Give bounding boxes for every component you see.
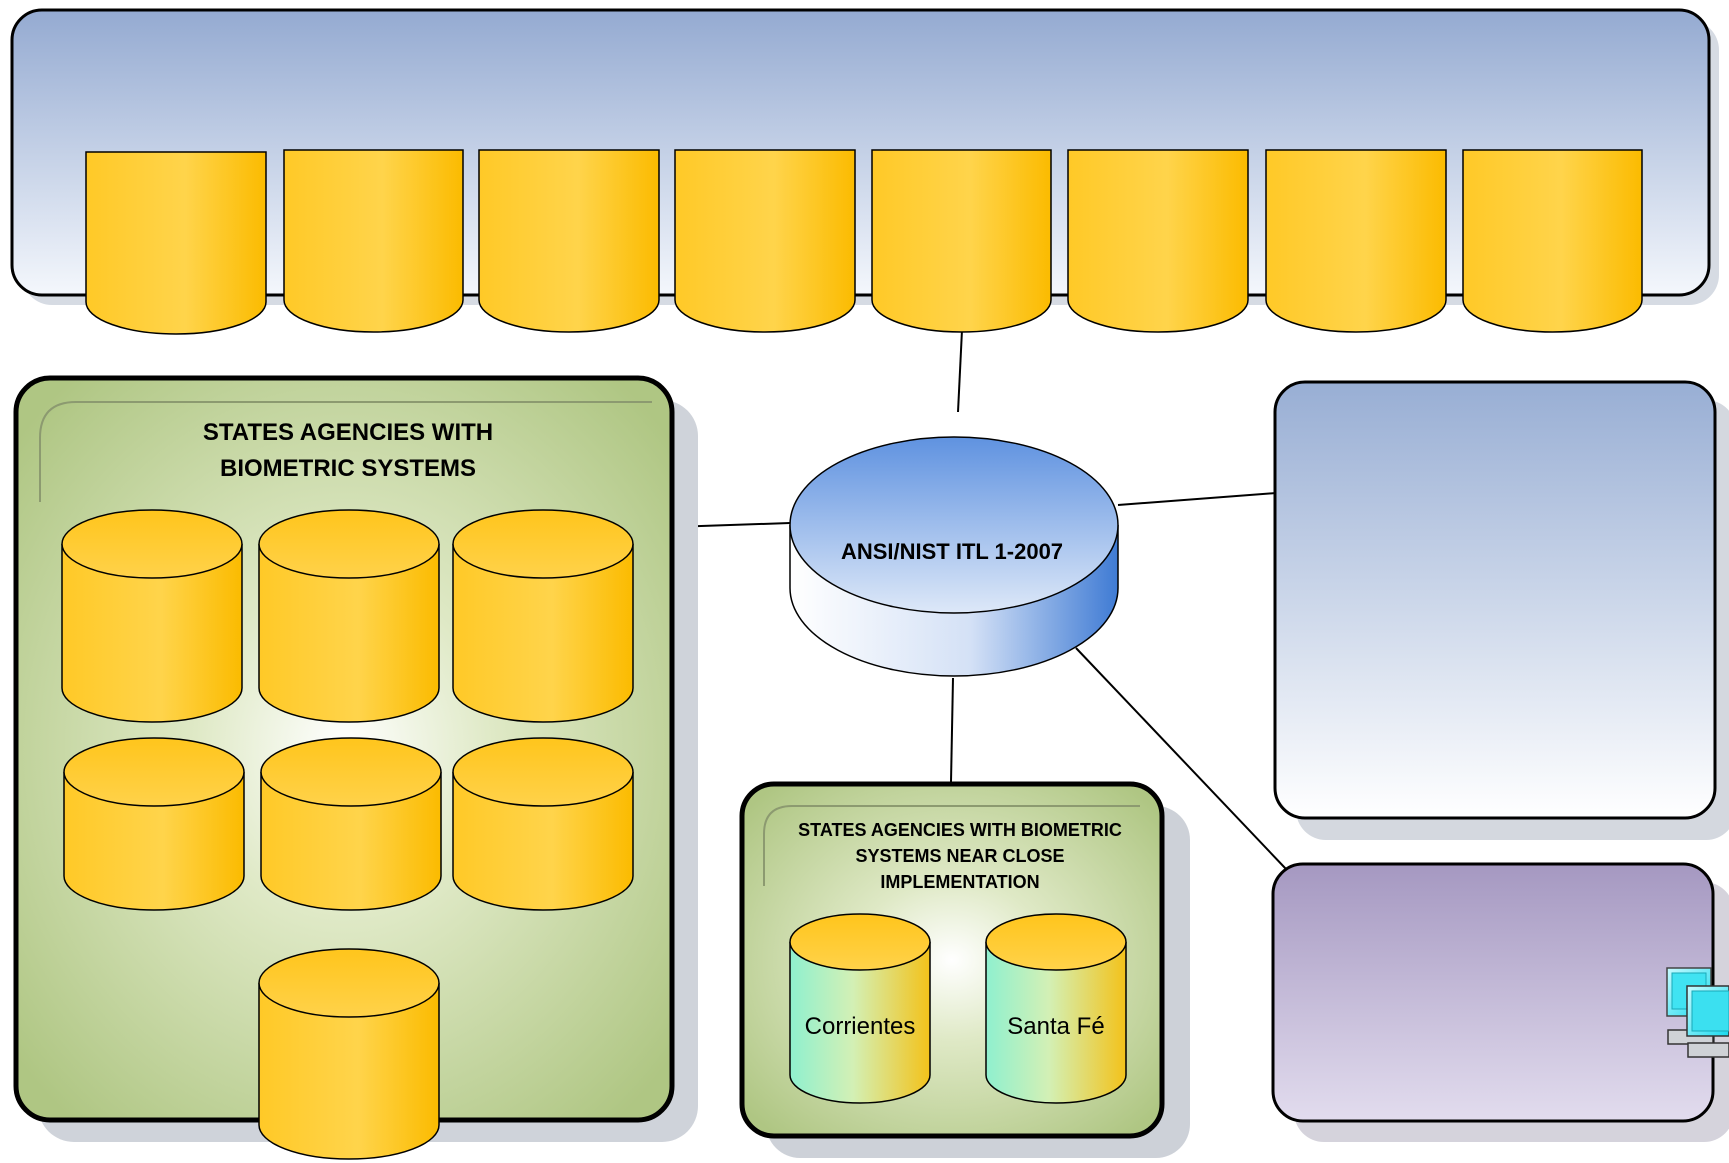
states-panel-title-line2: BIOMETRIC SYSTEMS — [220, 455, 476, 482]
near-panel-title-line3: IMPLEMENTATION — [880, 872, 1039, 892]
database-icon — [452, 509, 634, 723]
link-hub-near — [950, 677, 954, 783]
database-icon — [674, 149, 856, 333]
link-top-hub — [957, 329, 963, 413]
db-label-corrientes: Corrientes — [805, 1013, 916, 1040]
database-icon — [871, 149, 1052, 333]
database-icon — [85, 151, 267, 335]
ansi-nist-hub: ANSI/NIST ITL 1-2007 — [789, 436, 1119, 677]
database-icon — [1462, 149, 1643, 333]
database-icon — [1067, 149, 1249, 333]
database-icon — [1265, 149, 1447, 333]
states-panel-title-line1: STATES AGENCIES WITH — [203, 419, 493, 446]
database-icon — [478, 149, 660, 333]
right-bottom-panel — [1271, 862, 1729, 1142]
db-label-santa-fe: Santa Fé — [1007, 1013, 1104, 1040]
link-hub-right-bottom — [1075, 647, 1287, 870]
near-panel-title-line2: SYSTEMS NEAR CLOSE — [855, 846, 1064, 866]
database-icon — [283, 149, 464, 333]
states-database-grid — [61, 509, 634, 1160]
database-icon — [258, 948, 440, 1160]
right-top-panel — [1273, 380, 1729, 840]
database-icon: Corrientes — [789, 913, 931, 1104]
database-icon — [63, 737, 245, 911]
database-icon — [258, 509, 440, 723]
database-icon: Santa Fé — [985, 913, 1127, 1104]
hub-label: ANSI/NIST ITL 1-2007 — [841, 539, 1063, 564]
near-panel-title-line1: STATES AGENCIES WITH BIOMETRIC — [798, 820, 1122, 840]
database-icon — [61, 509, 243, 723]
database-icon — [452, 737, 634, 911]
near-implementation-panel: STATES AGENCIES WITH BIOMETRIC SYSTEMS N… — [739, 781, 1190, 1158]
database-icon — [260, 737, 442, 911]
link-hub-right-top — [1117, 492, 1277, 506]
computer-icon — [1666, 967, 1729, 1058]
top-database-row — [85, 149, 1643, 335]
